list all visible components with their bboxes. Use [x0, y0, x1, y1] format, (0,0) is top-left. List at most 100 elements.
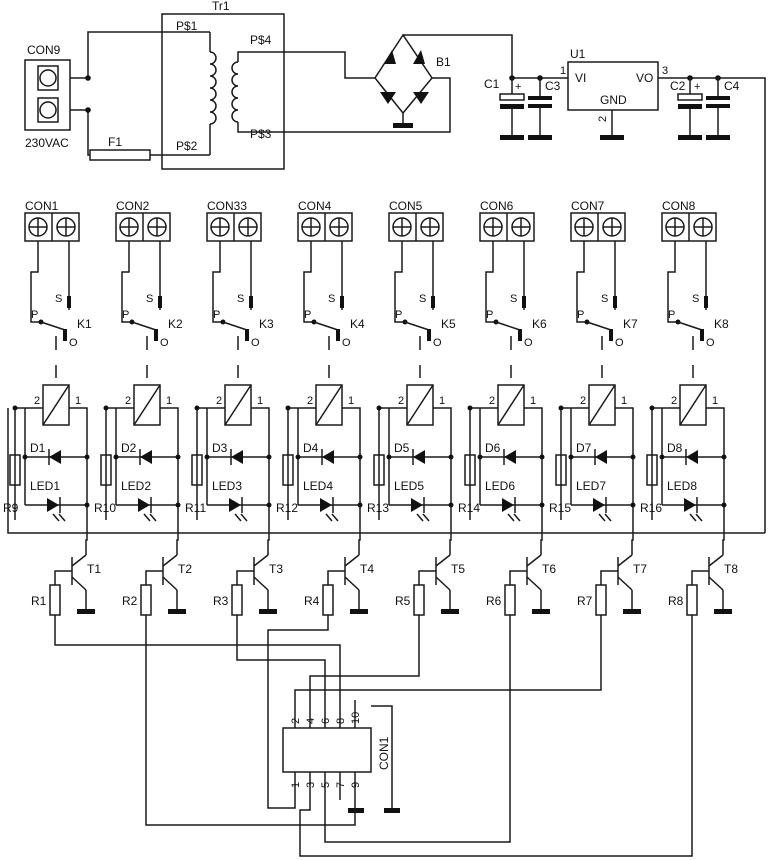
capacitor-c2: C2 +: [670, 78, 703, 140]
transformer-p2: P$2: [176, 139, 198, 153]
route-6: [324, 615, 511, 843]
pull-resistor-ref-8: R16: [640, 501, 662, 515]
regulator-u1: U1 VI VO GND 1 3 2: [560, 47, 668, 140]
pull-resistor-ref-2: R10: [94, 501, 116, 515]
power-supply: CON9 230VAC F1 Tr1 P$1 P$2 P$4 P$3: [24, 0, 766, 533]
mains-connector: CON9 230VAC: [24, 43, 71, 150]
coil-pin1-6: 1: [530, 395, 536, 407]
relay-ref-3: K3: [259, 317, 274, 331]
terminal-ref-1: CON1: [25, 199, 59, 213]
transistor-ref-8: T8: [724, 562, 738, 576]
capacitor-c1: C1 +: [484, 77, 525, 140]
pull-resistor-ref-1: R9: [3, 501, 19, 515]
relay-ref-8: K8: [714, 317, 729, 331]
transistor-ref-1: T1: [87, 562, 101, 576]
base-resistor-ref-3: R3: [213, 594, 229, 608]
terminal-ref-8: CON8: [662, 199, 696, 213]
led-ref-8: LED8: [667, 479, 697, 493]
route-3: [236, 615, 326, 700]
c3-ref: C3: [545, 79, 561, 93]
coil-pin1-8: 1: [712, 395, 718, 407]
base-resistor-ref-7: R7: [577, 594, 593, 608]
led-ref-3: LED3: [212, 479, 242, 493]
terminal-ref-2: CON2: [116, 199, 150, 213]
relay-ref-5: K5: [441, 317, 456, 331]
header-pin-top-6: 6: [320, 718, 332, 724]
fuse-ref: F1: [108, 135, 122, 149]
transformer-p1: P$1: [176, 19, 198, 33]
transformer: Tr1 P$1 P$2 P$4 P$3: [161, 0, 285, 170]
coil-pin1-5: 1: [439, 395, 445, 407]
base-resistor-ref-6: R6: [486, 594, 502, 608]
transistor-ref-3: T3: [269, 562, 283, 576]
diode-ref-7: D7: [576, 441, 592, 455]
switch-p-label-1: P: [31, 309, 38, 321]
transformer-p3: P$3: [250, 127, 272, 141]
relay-ref-4: K4: [350, 317, 365, 331]
route-1: [54, 615, 341, 700]
u1-pin3: 3: [662, 65, 668, 77]
switch-o-label-7: O: [615, 337, 624, 349]
coil-pin2-6: 2: [489, 395, 495, 407]
u1-ref: U1: [570, 47, 586, 61]
header-ref: CON1: [377, 736, 391, 770]
pull-resistor-ref-6: R14: [458, 501, 480, 515]
terminal-ref-3: CON33: [207, 199, 247, 213]
relay-ref-2: K2: [168, 317, 183, 331]
switch-p-label-3: P: [213, 309, 220, 321]
pull-resistor-ref-7: R15: [549, 501, 571, 515]
u1-pin1: 1: [560, 65, 566, 77]
switch-p-label-7: P: [577, 309, 584, 321]
switch-s-label-2: S: [146, 293, 153, 305]
switch-s-label-4: S: [328, 293, 335, 305]
relay-ref-6: K6: [532, 317, 547, 331]
coil-pin2-2: 2: [125, 395, 131, 407]
pull-resistor-ref-5: R13: [367, 501, 389, 515]
pull-resistor-ref-3: R11: [185, 501, 206, 515]
switch-s-label-1: S: [55, 293, 62, 305]
base-resistor-ref-4: R4: [304, 594, 320, 608]
diode-ref-8: D8: [667, 441, 683, 455]
u1-vi: VI: [575, 71, 586, 85]
switch-s-label-5: S: [419, 293, 426, 305]
transistor-ref-6: T6: [542, 562, 556, 576]
mains-connector-ref: CON9: [27, 43, 61, 57]
c1-ref: C1: [484, 77, 500, 91]
led-ref-2: LED2: [121, 479, 151, 493]
diode-ref-1: D1: [30, 441, 46, 455]
led-ref-6: LED6: [485, 479, 515, 493]
coil-pin1-3: 1: [257, 395, 263, 407]
switch-p-label-4: P: [304, 309, 311, 321]
coil-pin2-1: 2: [34, 395, 40, 407]
u1-pin2: 2: [597, 116, 609, 122]
diode-ref-4: D4: [303, 441, 319, 455]
header-pin-top-4: 4: [305, 718, 317, 724]
switch-o-label-8: O: [706, 337, 715, 349]
c4-ref: C4: [724, 79, 740, 93]
transistor-ref-7: T7: [633, 562, 647, 576]
switch-p-label-2: P: [122, 309, 129, 321]
coil-pin2-8: 2: [671, 395, 677, 407]
coil-pin1-4: 1: [348, 395, 354, 407]
c2-plus: +: [694, 81, 700, 93]
c1-plus: +: [515, 81, 521, 93]
switch-o-label-2: O: [160, 337, 169, 349]
header-pin-bottom-1: 1: [290, 782, 302, 788]
coil-pin2-7: 2: [580, 395, 586, 407]
led-ref-7: LED7: [576, 479, 606, 493]
header-pin-bottom-9: 9: [350, 782, 362, 788]
base-resistor-ref-1: R1: [31, 594, 47, 608]
control-routes: [54, 615, 693, 857]
led-ref-4: LED4: [303, 479, 333, 493]
route-8: [299, 615, 693, 857]
route-2: [145, 615, 356, 826]
